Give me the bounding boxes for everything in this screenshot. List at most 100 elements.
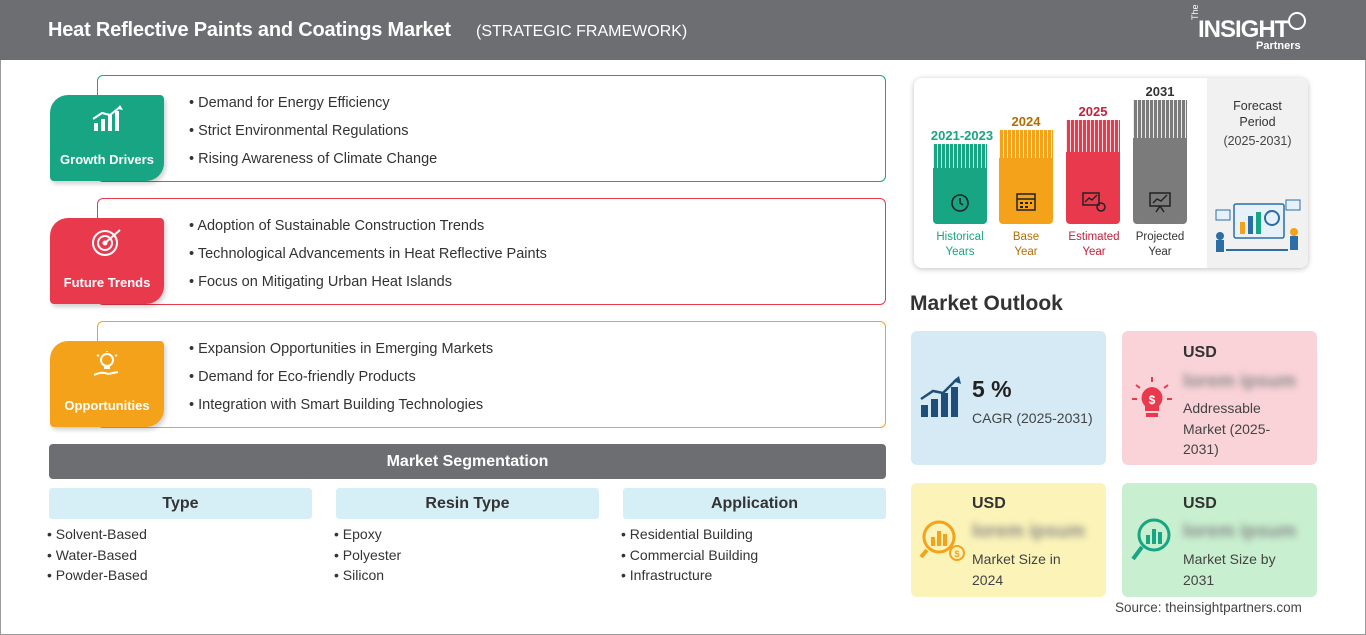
list-item: Water-Based	[47, 547, 148, 568]
segment-type-header: Type	[49, 488, 312, 519]
svg-text:$: $	[1149, 393, 1156, 407]
estimate-chart-icon	[1082, 192, 1106, 212]
list-item: Demand for Eco-friendly Products	[189, 369, 493, 397]
addressable-market-card: $ USD lorem ipsum Addressable Market (20…	[1122, 331, 1317, 465]
future-trends-label: Future Trends	[63, 275, 151, 290]
page-title: Heat Reflective Paints and Coatings Mark…	[48, 19, 451, 41]
growth-drivers-list: Demand for Energy Efficiency Strict Envi…	[189, 95, 437, 179]
market-outlook-title: Market Outlook	[910, 292, 1063, 315]
size2031-currency: USD	[1183, 495, 1217, 512]
size2031-value: lorem ipsum	[1183, 521, 1296, 542]
svg-text:$: $	[954, 549, 959, 559]
growth-drivers-box: Demand for Energy Efficiency Strict Envi…	[97, 75, 886, 182]
future-trends-badge: Future Trends	[50, 218, 164, 304]
list-item: Powder-Based	[47, 567, 148, 588]
list-item: Solvent-Based	[47, 526, 148, 547]
caption-line: Estimated	[1068, 231, 1120, 243]
bar-year-base: 2024	[1011, 114, 1041, 129]
addressable-currency: USD	[1183, 344, 1217, 361]
size2024-currency: USD	[972, 495, 1006, 512]
list-item: Integration with Smart Building Technolo…	[189, 397, 493, 425]
bar-projected	[1133, 100, 1187, 224]
logo-main: INSIGHT	[1198, 16, 1289, 43]
growth-drivers-badge: Growth Drivers	[50, 95, 164, 181]
bar-year-estimated: 2025	[1078, 104, 1108, 119]
caption-line: Year	[1148, 246, 1172, 258]
analyst-dashboard-icon	[1215, 199, 1301, 252]
bar-caption-projected: Projected Year	[1124, 230, 1196, 260]
forecast-line: Period	[1239, 115, 1276, 129]
bar-year-historical: 2021-2023	[930, 128, 994, 143]
market-size-2031-card: USD lorem ipsum Market Size by 2031	[1122, 483, 1317, 597]
list-item: Residential Building	[621, 526, 758, 547]
page-subtitle: (STRATEGIC FRAMEWORK)	[476, 23, 688, 40]
header-bar: Heat Reflective Paints and Coatings Mark…	[0, 0, 1366, 60]
growth-bars-icon	[920, 376, 961, 417]
segment-resin-header: Resin Type	[336, 488, 599, 519]
segment-resin-list: Epoxy Polyester Silicon	[334, 526, 401, 588]
lightbulb-dollar-icon: $	[1132, 377, 1172, 417]
list-item: Infrastructure	[621, 567, 758, 588]
projection-board-icon	[1149, 192, 1171, 213]
segmentation-title: Market Segmentation	[49, 444, 886, 479]
caption-line: Historical	[936, 231, 984, 243]
list-item: Rising Awareness of Climate Change	[189, 151, 437, 179]
market-size-2024-card: $ USD lorem ipsum Market Size in 2024	[911, 483, 1106, 597]
cagr-card: 5 % CAGR (2025-2031)	[911, 331, 1106, 465]
forecast-line: (2025-2031)	[1223, 134, 1292, 148]
list-item: Expansion Opportunities in Emerging Mark…	[189, 341, 493, 369]
opportunities-badge: Opportunities	[50, 341, 164, 427]
segment-application-list: Residential Building Commercial Building…	[621, 526, 758, 588]
addressable-label: Addressable Market (2025- 2031)	[1183, 398, 1270, 460]
history-icon	[951, 194, 969, 212]
size2024-value: lorem ipsum	[972, 521, 1085, 542]
list-item: Technological Advancements in Heat Refle…	[189, 246, 547, 274]
segment-type-list: Solvent-Based Water-Based Powder-Based	[47, 526, 148, 588]
forecast-period-label: Forecast Period (2025-2031)	[1207, 98, 1308, 149]
bar-caption-historical: Historical Years	[924, 230, 996, 260]
size2031-label: Market Size by 2031	[1183, 549, 1276, 590]
list-item: Focus on Mitigating Urban Heat Islands	[189, 274, 547, 302]
size2024-label: Market Size in 2024	[972, 549, 1061, 590]
growth-chart-icon	[92, 105, 123, 131]
source-note[interactable]: Source: theinsightpartners.com	[1115, 600, 1302, 615]
target-icon	[92, 229, 121, 256]
cagr-label: CAGR (2025-2031)	[972, 410, 1093, 426]
bar-historical	[933, 144, 987, 224]
label-line: 2024	[972, 571, 1004, 588]
list-item: Silicon	[334, 567, 401, 588]
caption-line: Projected	[1135, 231, 1185, 243]
label-line: Addressable	[1183, 400, 1261, 416]
addressable-value: lorem ipsum	[1183, 371, 1296, 392]
logo-partners: Partners	[1256, 40, 1301, 52]
opportunities-label: Opportunities	[64, 398, 150, 413]
caption-line: Year	[1014, 246, 1038, 258]
future-trends-list: Adoption of Sustainable Construction Tre…	[189, 218, 547, 302]
magnifier-chart-icon: $	[919, 520, 965, 561]
bar-caption-estimated: Estimated Year	[1058, 230, 1130, 260]
bar-base	[999, 130, 1053, 224]
label-line: Market Size in	[972, 551, 1061, 567]
growth-drivers-label: Growth Drivers	[60, 152, 154, 167]
bar-estimated	[1066, 120, 1120, 224]
caption-line: Base	[1012, 231, 1040, 243]
caption-line: Year	[1082, 246, 1106, 258]
forecast-line: Forecast	[1233, 99, 1282, 113]
cagr-value: 5 %	[972, 376, 1012, 402]
bar-caption-base: Base Year	[994, 230, 1058, 260]
insight-partners-logo[interactable]: The INSIGHT Partners	[1190, 4, 1310, 54]
list-item: Polyester	[334, 547, 401, 568]
list-item: Commercial Building	[621, 547, 758, 568]
logo-swirl-icon	[1288, 12, 1306, 30]
opportunities-box: Expansion Opportunities in Emerging Mark…	[97, 321, 886, 428]
list-item: Adoption of Sustainable Construction Tre…	[189, 218, 547, 246]
magnifier-growth-icon	[1131, 518, 1171, 561]
label-line: Market Size by	[1183, 551, 1276, 567]
opportunities-list: Expansion Opportunities in Emerging Mark…	[189, 341, 493, 425]
list-item: Epoxy	[334, 526, 401, 547]
timeline-panel: 2021-2023 Historical Years 2024 Base Yea…	[914, 78, 1308, 268]
future-trends-box: Adoption of Sustainable Construction Tre…	[97, 198, 886, 305]
label-line: 2031)	[1183, 441, 1219, 457]
bar-year-projected: 2031	[1145, 84, 1175, 99]
list-item: Strict Environmental Regulations	[189, 123, 437, 151]
